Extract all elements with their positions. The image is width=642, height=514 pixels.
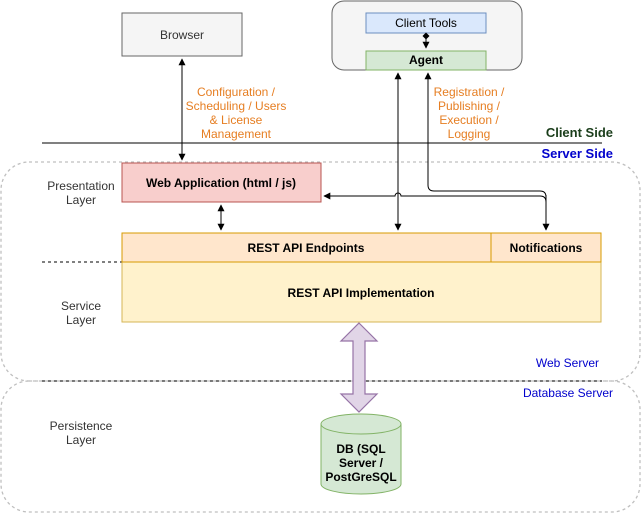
service-layer-label: Service Layer: [61, 299, 101, 327]
svg-text:Configuration /: Configuration /: [197, 85, 276, 99]
agent-notifications-link: [424, 72, 550, 231]
browser-box[interactable]: [121, 12, 243, 57]
svg-text:Layer: Layer: [66, 433, 96, 447]
agent-label: Agent: [409, 53, 443, 67]
database-cylinder[interactable]: [320, 413, 402, 495]
web-application-box[interactable]: [121, 162, 322, 203]
notifications-label: Notifications: [510, 241, 583, 255]
web-application-label: Web Application (html / js): [146, 176, 296, 190]
svg-text:Service: Service: [61, 299, 101, 313]
svg-text:& License: & License: [210, 113, 263, 127]
db-label-line-1: DB (SQL: [336, 442, 385, 456]
agent-link-annotation: Registration / Publishing / Execution / …: [434, 85, 505, 141]
server-side-label: Server Side: [541, 146, 613, 161]
database-server-zone: [0, 380, 641, 513]
rest-api-implementation-box[interactable]: [121, 261, 602, 323]
svg-text:Persistence: Persistence: [50, 419, 113, 433]
svg-text:Scheduling / Users: Scheduling / Users: [186, 99, 287, 113]
notifications-box[interactable]: [490, 232, 602, 263]
client-side-label: Client Side: [546, 125, 613, 140]
web-server-zone: [0, 161, 641, 382]
db-label-line-2: Server /: [339, 456, 384, 470]
svg-text:Presentation: Presentation: [47, 179, 114, 193]
client-tools-label: Client Tools: [395, 16, 457, 30]
svg-text:Layer: Layer: [66, 313, 96, 327]
database-server-label: Database Server: [523, 386, 613, 400]
implementation-db-arrow: [339, 322, 379, 413]
persistence-layer-label: Persistence Layer: [50, 419, 113, 447]
svg-text:Layer: Layer: [66, 193, 96, 207]
svg-text:Publishing /: Publishing /: [438, 99, 501, 113]
rest-api-endpoints-label: REST API Endpoints: [248, 241, 365, 255]
svg-text:Registration /: Registration /: [434, 85, 505, 99]
agent-box[interactable]: [365, 50, 487, 71]
svg-text:Management: Management: [201, 127, 272, 141]
rest-api-endpoints-box[interactable]: [121, 232, 492, 263]
notifications-webapp-link: [324, 193, 547, 202]
browser-label: Browser: [160, 28, 204, 42]
presentation-layer-label: Presentation Layer: [47, 179, 114, 207]
browser-link-annotation: Configuration / Scheduling / Users & Lic…: [186, 85, 287, 141]
web-server-label: Web Server: [536, 356, 599, 370]
svg-text:Logging: Logging: [448, 127, 491, 141]
svg-text:Execution /: Execution /: [439, 113, 499, 127]
rest-api-implementation-label: REST API Implementation: [288, 286, 435, 300]
db-label-line-3: PostGreSQL: [325, 470, 396, 484]
